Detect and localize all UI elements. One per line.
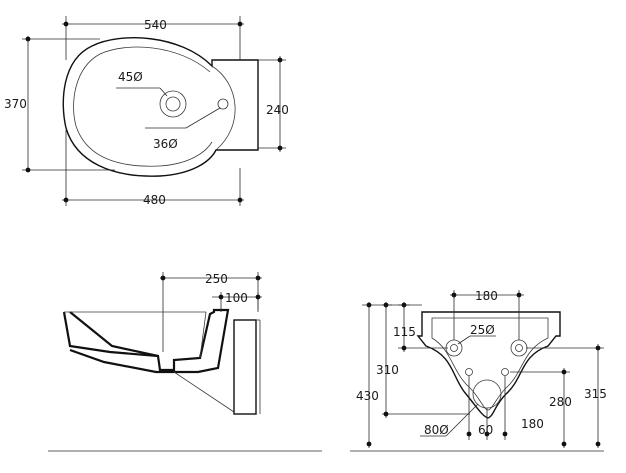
dim-180-bottom: 180 [521, 417, 544, 431]
taphole-circle [217, 98, 229, 110]
back-view: 180 115 25Ø 310 430 80Ø 60 180 280 315 [350, 289, 607, 452]
top-view: 540 370 480 240 45Ø 36Ø [4, 16, 289, 207]
dim-240: 240 [266, 103, 289, 117]
dim-540: 540 [144, 18, 167, 32]
dim-280: 280 [549, 395, 572, 409]
label-taphole-dia: 36Ø [153, 137, 178, 151]
dim-115: 115 [393, 325, 416, 339]
back-plate-outline [416, 311, 561, 419]
dim-370: 370 [4, 97, 27, 111]
label-drain-dia: 80Ø [424, 423, 449, 437]
dim-180-top: 180 [475, 289, 498, 303]
label-fixing-dia: 25Ø [470, 323, 495, 337]
outlet-circle [159, 90, 187, 118]
wall-bracket [233, 319, 257, 415]
label-outlet-dia: 45Ø [118, 70, 143, 84]
side-basin-profile [62, 308, 230, 374]
dim-430: 430 [356, 389, 379, 403]
side-view: 250 100 [48, 272, 322, 452]
dim-480: 480 [143, 193, 166, 207]
dim-250: 250 [205, 272, 228, 286]
dim-315: 315 [584, 387, 607, 401]
dim-310: 310 [376, 363, 399, 377]
dim-100: 100 [225, 291, 248, 305]
dim-60: 60 [478, 423, 493, 437]
